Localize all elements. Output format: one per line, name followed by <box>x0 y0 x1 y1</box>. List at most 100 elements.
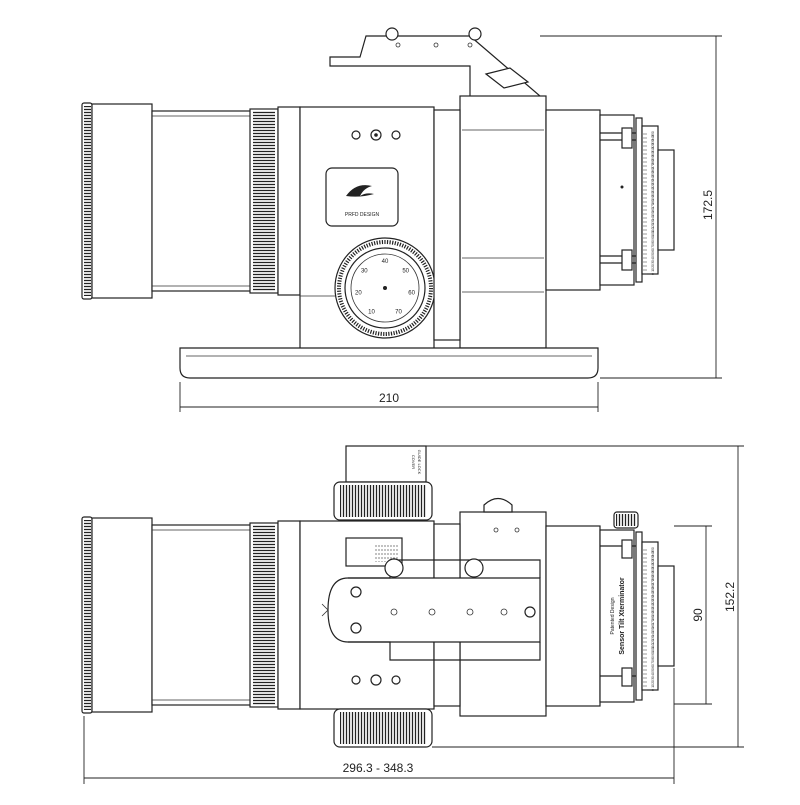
rotator-tick-label: 140 <box>651 631 655 637</box>
rotator-tick-label: 220 <box>651 183 655 189</box>
main-tube <box>151 524 253 706</box>
rotator-tick-label: 130 <box>651 219 655 225</box>
clamp-knob-icon <box>384 558 404 578</box>
rear-tube <box>545 109 601 291</box>
camera-adapter <box>657 149 675 251</box>
rotator-tick-label: 110 <box>651 227 655 232</box>
side-height-label: 172.5 <box>701 190 715 220</box>
dial-tick-label: 50 <box>402 269 409 275</box>
rotator-tick-label: 260 <box>651 167 655 173</box>
dew-shield <box>91 517 153 713</box>
clamp-knob-icon <box>385 27 399 41</box>
rotator-tick-label: 60 <box>651 664 655 668</box>
tilt-adapter <box>599 529 635 703</box>
rotator-tick-label: 340 <box>651 135 655 141</box>
rotator-tick-label: 40 <box>651 672 655 676</box>
tilt-screw-icon <box>621 539 633 559</box>
rotator-tick-label: 290 <box>651 571 655 577</box>
rotator-tick-labels: 3503403303203103002902802702602502402302… <box>643 131 655 275</box>
rotator-tick-label: 0 <box>651 689 655 691</box>
finder-bracket <box>483 497 513 513</box>
rotator-tick-label: 350 <box>651 131 655 137</box>
rotator-tick-label: 90 <box>651 236 655 240</box>
clamp-knob-icon <box>468 27 482 41</box>
rotator-tick-label: 160 <box>651 623 655 629</box>
rotator-tick-label: 150 <box>651 211 655 217</box>
cat-eye-icon <box>350 586 362 598</box>
rotator-tick-label: 220 <box>651 599 655 605</box>
rotator-tick-label: 170 <box>651 203 655 209</box>
screw-icon <box>391 130 401 140</box>
logo-plate <box>325 167 399 227</box>
logo-swan-icon <box>346 185 374 197</box>
dew-shield <box>91 103 153 299</box>
rotator-scale <box>641 541 659 691</box>
top-dimension-width: 152.2 <box>426 445 744 748</box>
rotator-tick-label: 230 <box>651 595 655 601</box>
rotator-tick-label: 330 <box>651 555 655 561</box>
rotator-tick-label: 200 <box>651 607 655 613</box>
rotator-tick-label: 120 <box>651 639 655 645</box>
tilt-screw-icon <box>621 249 633 271</box>
rotator-tick-label: 300 <box>651 567 655 573</box>
top-width-label: 152.2 <box>723 582 737 612</box>
screw-icon <box>351 130 361 140</box>
side-dimension-width: 210 <box>179 382 599 412</box>
rotator-tick-label: 100 <box>651 647 655 653</box>
top-view: COVER GUIDE LOCK <box>81 445 675 748</box>
dovetail-plate <box>179 347 599 379</box>
top-dimension-length: 296.3 - 348.3 <box>83 668 675 784</box>
rotator-tick-label: 310 <box>651 563 655 569</box>
cat-eye-icon <box>350 622 362 634</box>
rotator-tick-label: 250 <box>651 587 655 593</box>
side-width-label: 210 <box>379 391 399 405</box>
rotator-tick-label: 50 <box>651 668 655 672</box>
tube-collar <box>277 520 301 710</box>
rotator-tick-label: 340 <box>651 551 655 557</box>
tilt-device-title: Sensor Tilt Xterminator <box>619 577 626 655</box>
rotator-tick-label: 300 <box>651 151 655 157</box>
rotator-tick-labels: 3503403303203103002902802702602502402302… <box>643 547 655 691</box>
rotator-tick-label: 240 <box>651 591 655 597</box>
top-length-label: 296.3 - 348.3 <box>343 761 414 775</box>
clamp-knob-icon <box>464 558 484 578</box>
rotator-tick-label: 30 <box>651 676 655 680</box>
rotator-tick-label: 270 <box>651 163 655 169</box>
rotator-tick-label: 320 <box>651 143 655 149</box>
rotator-tick-label: 60 <box>651 248 655 252</box>
rotator-tick-label: 180 <box>651 615 655 621</box>
rotator-tick-label: 190 <box>651 195 655 201</box>
tube-collar <box>277 106 301 296</box>
rotator-tick-label: 210 <box>651 187 655 193</box>
rotator-tick-label: 270 <box>651 579 655 585</box>
rotator-tick-label: 80 <box>651 240 655 244</box>
rotator-tick-label: 150 <box>651 627 655 633</box>
rotator-tick-label: 70 <box>651 660 655 664</box>
rotator-tick-label: 240 <box>651 175 655 181</box>
rotator-tick-label: 330 <box>651 139 655 145</box>
rotator-tick-label: 250 <box>651 171 655 177</box>
rotator-tick-label: 140 <box>651 215 655 221</box>
tilt-screw-icon <box>621 667 633 687</box>
rotator-tick-label: 260 <box>651 583 655 589</box>
dial-tick-label: 10 <box>368 309 375 315</box>
rotator-scale <box>641 125 659 275</box>
rotator-tick-label: 200 <box>651 191 655 197</box>
rotator-tick-label: 100 <box>651 231 655 237</box>
rotator-tick-label: 90 <box>651 652 655 656</box>
rotator-tick-label: 50 <box>651 252 655 256</box>
back-diameter-label: 90 <box>691 608 705 622</box>
rear-tube <box>545 525 601 707</box>
main-tube <box>151 110 253 292</box>
brand-caption: PRFD DESIGN <box>345 212 380 218</box>
rotator-tick-label: 320 <box>651 559 655 565</box>
focus-knob-cap <box>345 445 427 483</box>
dial-tick-label: 30 <box>361 269 368 275</box>
back-diameter-dimension: 90 <box>674 525 712 705</box>
dial-tick-label: 20 <box>355 291 362 297</box>
screw-icon <box>391 675 401 685</box>
